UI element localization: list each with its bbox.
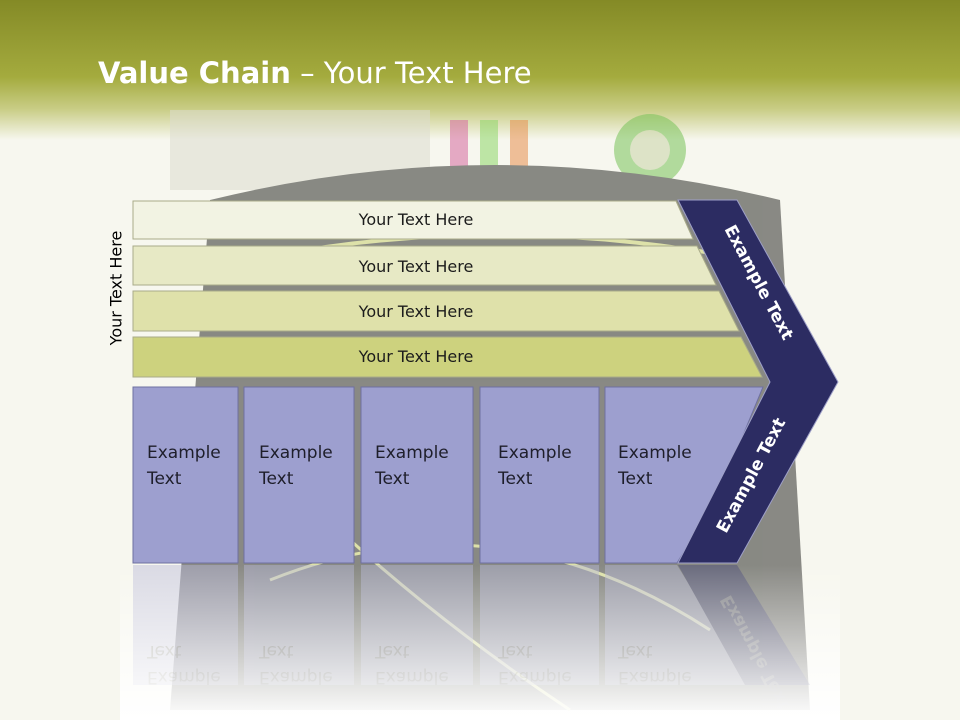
row-4-label: Your Text Here — [358, 347, 474, 366]
box-2-line1: Example — [259, 443, 333, 463]
box-2-shape — [243, 386, 355, 564]
box-5-line2: Text — [617, 469, 653, 489]
row-2: Your Text Here — [132, 245, 717, 286]
box-5-line1: Example — [618, 443, 692, 463]
box-5: Example Text — [604, 386, 764, 564]
box-4-line1: Example — [498, 443, 572, 463]
row-3-bar — [132, 290, 740, 332]
box-1-line2: Text — [146, 469, 182, 489]
box-3: Example Text — [360, 386, 474, 564]
title-bold: Value Chain — [98, 56, 291, 90]
box-3-shape — [360, 386, 474, 564]
row-3: Your Text Here — [132, 290, 740, 332]
slide-title: Value Chain – Your Text Here — [98, 56, 532, 90]
title-bar — [0, 0, 960, 140]
box-4: Example Text — [479, 386, 600, 564]
row-1-label: Your Text Here — [358, 210, 474, 229]
row-3-label: Your Text Here — [358, 302, 474, 321]
box-1-shape — [132, 386, 239, 564]
chevron-shape — [677, 199, 839, 564]
box-2: Example Text — [243, 386, 355, 564]
box-4-line2: Text — [497, 469, 533, 489]
row-4: Your Text Here — [132, 336, 763, 378]
row-2-bar — [132, 245, 717, 286]
box-3-line1: Example — [375, 443, 449, 463]
row-1: Your Text Here — [132, 200, 694, 240]
box-1-line1: Example — [147, 443, 221, 463]
box-1: Example Text — [132, 386, 239, 564]
box-2-line2: Text — [258, 469, 294, 489]
title-rest: – Your Text Here — [290, 56, 532, 90]
reflection-fade — [120, 565, 840, 720]
row-1-bar — [132, 200, 694, 240]
box-3-line2: Text — [374, 469, 410, 489]
row-4-bar — [132, 336, 763, 378]
row-2-label: Your Text Here — [358, 257, 474, 276]
box-4-shape — [479, 386, 600, 564]
